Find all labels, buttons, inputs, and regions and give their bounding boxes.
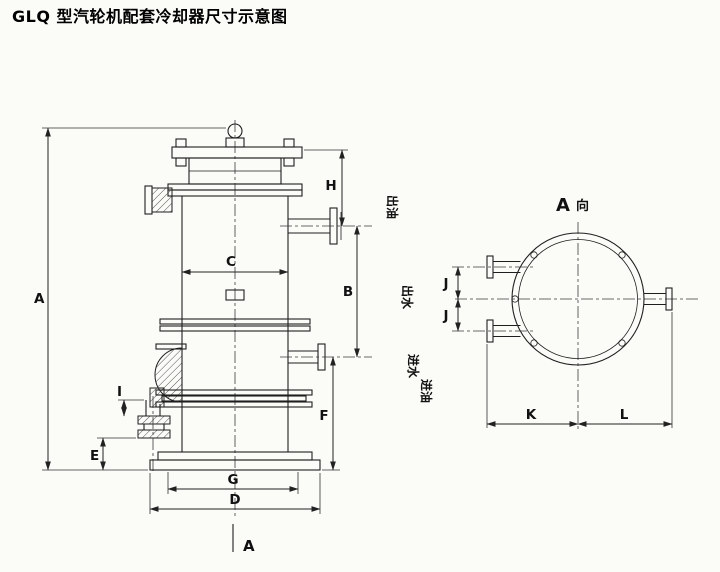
dim-L: L xyxy=(577,312,673,428)
top-cover xyxy=(171,138,303,167)
dim-label-j-upper: J xyxy=(442,276,448,292)
label-oil-out: 出油 xyxy=(385,195,400,219)
nozzle-flange-upper xyxy=(137,415,171,425)
head-flange xyxy=(155,343,187,350)
dim-label-g: G xyxy=(227,472,238,488)
front-view xyxy=(137,120,372,518)
bolt-right-top xyxy=(283,138,295,148)
bolt-left-top xyxy=(175,138,187,148)
dim-label-b: B xyxy=(343,284,353,300)
dim-label-j-lower: J xyxy=(442,308,448,324)
view-a-letter: A xyxy=(556,195,570,216)
bolt-hole xyxy=(530,339,538,347)
bolt-hole xyxy=(511,295,519,303)
dim-label-d: D xyxy=(229,492,240,508)
base-plate xyxy=(149,459,321,471)
bolt-hole xyxy=(618,339,626,347)
side-view: A 向 xyxy=(442,195,700,432)
dim-D: D xyxy=(149,473,321,514)
tube-sheet-3 xyxy=(155,401,313,408)
water-inlet-nozzle xyxy=(280,343,372,371)
tube-sheet-1 xyxy=(155,389,313,396)
oil-outlet-nozzle xyxy=(280,207,372,245)
dim-label-h: H xyxy=(325,178,336,194)
nozzle-flange-lower xyxy=(137,429,171,439)
dim-H: H xyxy=(304,149,348,227)
nozzle-flange xyxy=(665,287,673,311)
dim-label-e: E xyxy=(90,448,99,464)
dim-I: I xyxy=(117,384,144,417)
dim-C: C xyxy=(181,254,289,275)
nozzle-flange xyxy=(486,255,494,279)
bolt-left-bottom xyxy=(175,157,187,167)
label-water-out: 出水 xyxy=(400,285,415,310)
dim-label-k: K xyxy=(526,407,537,423)
mid-joint-lower xyxy=(159,325,311,332)
dim-label-l: L xyxy=(620,407,629,423)
base-support xyxy=(149,451,321,471)
bolt-right-bottom xyxy=(283,157,295,167)
main-shell xyxy=(159,196,311,452)
oil-inlet-nozzle xyxy=(137,396,171,474)
dim-E: E xyxy=(90,437,136,471)
tube-sheet-2 xyxy=(161,395,307,402)
section-label-a: A xyxy=(243,537,255,555)
dim-K: K xyxy=(486,344,579,428)
bracket-body xyxy=(151,187,173,213)
dim-J-upper: J xyxy=(442,266,461,300)
dim-label-c: C xyxy=(226,254,236,270)
drawing-title: GLQ 型汽轮机配套冷却器尺寸示意图 xyxy=(12,7,288,26)
dim-label-i: I xyxy=(117,384,122,400)
bolt-hole xyxy=(618,251,626,259)
mid-joint-upper xyxy=(159,318,311,325)
bracket-flange xyxy=(144,185,153,215)
label-water-in: 进水 xyxy=(406,354,421,379)
bolt-holes xyxy=(511,251,626,347)
bolt-hole xyxy=(530,251,538,259)
label-oil-in: 进油 xyxy=(419,379,434,403)
upper-neck xyxy=(188,157,282,185)
side-nozzle-left-lower xyxy=(452,319,535,343)
dim-A: A xyxy=(34,127,226,471)
nozzle-labels: 出油 出水 进水 进油 xyxy=(385,195,434,403)
top-plate xyxy=(171,146,303,159)
section-marker: A xyxy=(232,524,255,555)
dim-J-lower: J xyxy=(442,298,461,332)
upper-girth-flange xyxy=(144,183,303,215)
dim-label-a: A xyxy=(34,291,45,307)
nameplate xyxy=(225,289,245,301)
view-a-suffix: 向 xyxy=(576,198,589,214)
side-nozzle-right xyxy=(644,287,673,311)
tube-sheet-stack xyxy=(149,387,313,408)
dimensions-front: A E I C H B xyxy=(34,127,360,555)
nozzle-flange xyxy=(486,319,494,343)
dim-F: F xyxy=(319,356,340,471)
dim-label-f: F xyxy=(319,408,328,424)
dim-G: G xyxy=(167,472,299,494)
side-nozzle-left-upper xyxy=(452,255,535,279)
dim-B: B xyxy=(343,225,360,358)
